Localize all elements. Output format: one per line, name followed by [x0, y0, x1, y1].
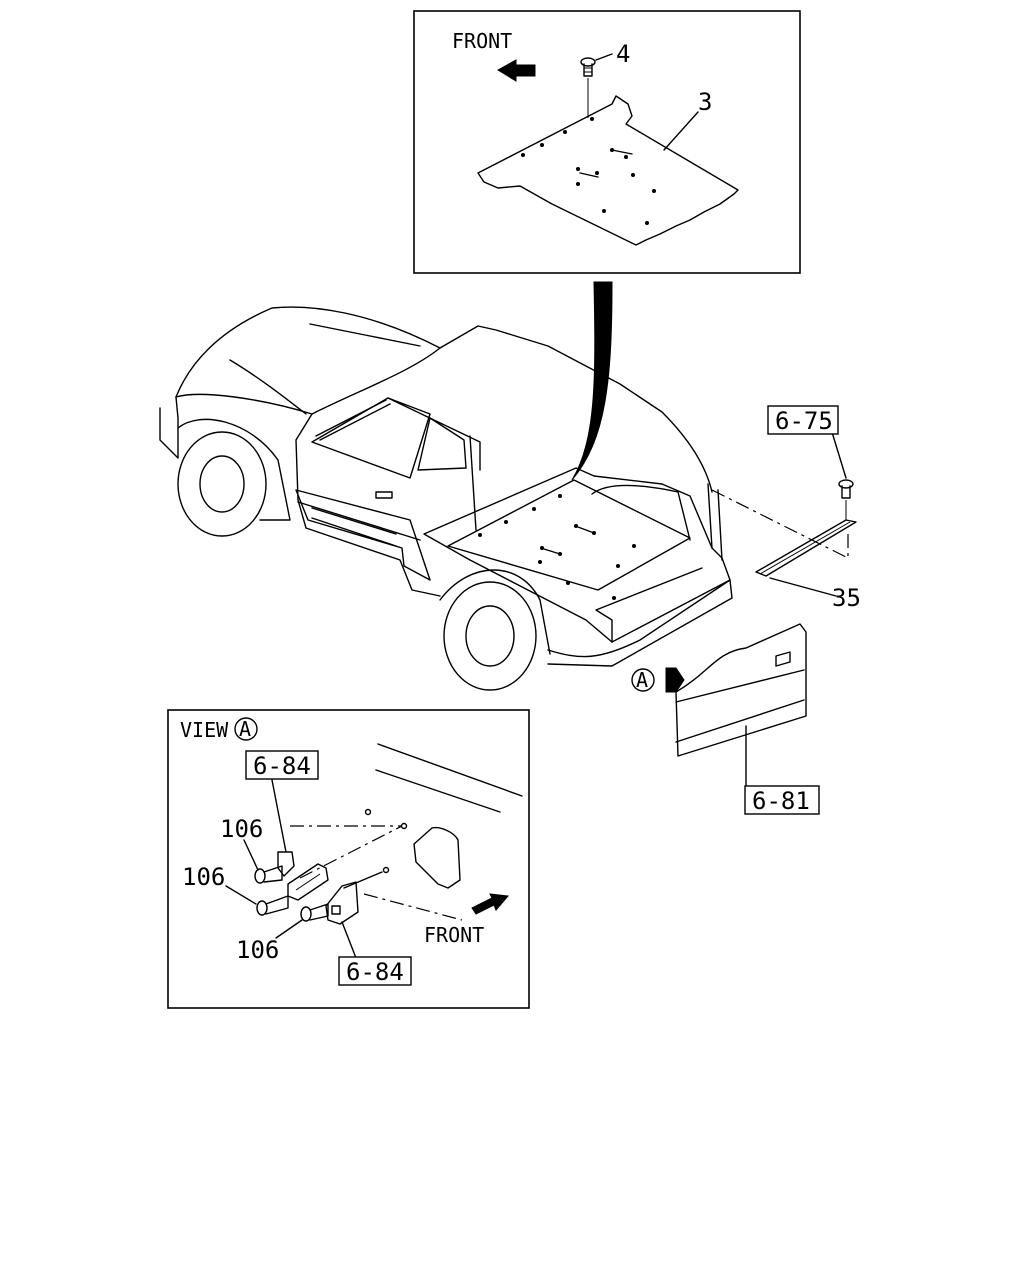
- view-arrow-icon: [665, 667, 685, 693]
- view-a-letter: A: [636, 668, 648, 692]
- view-a-marker: A: [631, 667, 685, 693]
- screw-106-a: [254, 865, 283, 884]
- callout-35: 35: [832, 584, 861, 612]
- ref-675: 6-75: [775, 407, 833, 435]
- callout-106-a: 106: [220, 815, 263, 843]
- inset-frame-top: [413, 10, 801, 274]
- callout-106-c: 106: [236, 936, 279, 964]
- ref-684-bottom: 6-84: [346, 958, 404, 986]
- floor-mat-inset: FRONT 4: [413, 10, 801, 274]
- tailgate: [675, 623, 807, 791]
- bolt-4: [580, 53, 613, 118]
- floor-mat-3: [477, 95, 739, 246]
- vehicle-body: [159, 306, 733, 691]
- front-arrow-icon: [497, 59, 536, 82]
- ref-box-684-bottom: [338, 956, 412, 986]
- callout-4: 4: [616, 40, 630, 68]
- view-title: VIEW: [180, 718, 229, 742]
- front-label-bottom: FRONT: [424, 923, 484, 947]
- cargo-floor-holes: [478, 494, 636, 600]
- ref-684-top: 6-84: [253, 752, 311, 780]
- floor-mat-holes: [521, 117, 656, 225]
- ref-681: 6-81: [752, 787, 810, 815]
- front-arrow-icon-bottom: [471, 893, 509, 915]
- front-label-top: FRONT: [452, 29, 512, 53]
- callout-106-b: 106: [182, 863, 225, 891]
- view-title-letter: A: [239, 717, 251, 741]
- ref-box-684-top: [245, 750, 319, 780]
- clip-bolt: [838, 479, 854, 520]
- ref-box-681: [744, 785, 820, 815]
- ref-box-675: [767, 405, 839, 435]
- callout-3: 3: [698, 88, 712, 116]
- screw-106-b: [256, 895, 289, 916]
- screw-106-c: [300, 903, 329, 922]
- view-a-inset: VIEW A: [167, 709, 530, 1009]
- leader-arrow: [571, 281, 613, 481]
